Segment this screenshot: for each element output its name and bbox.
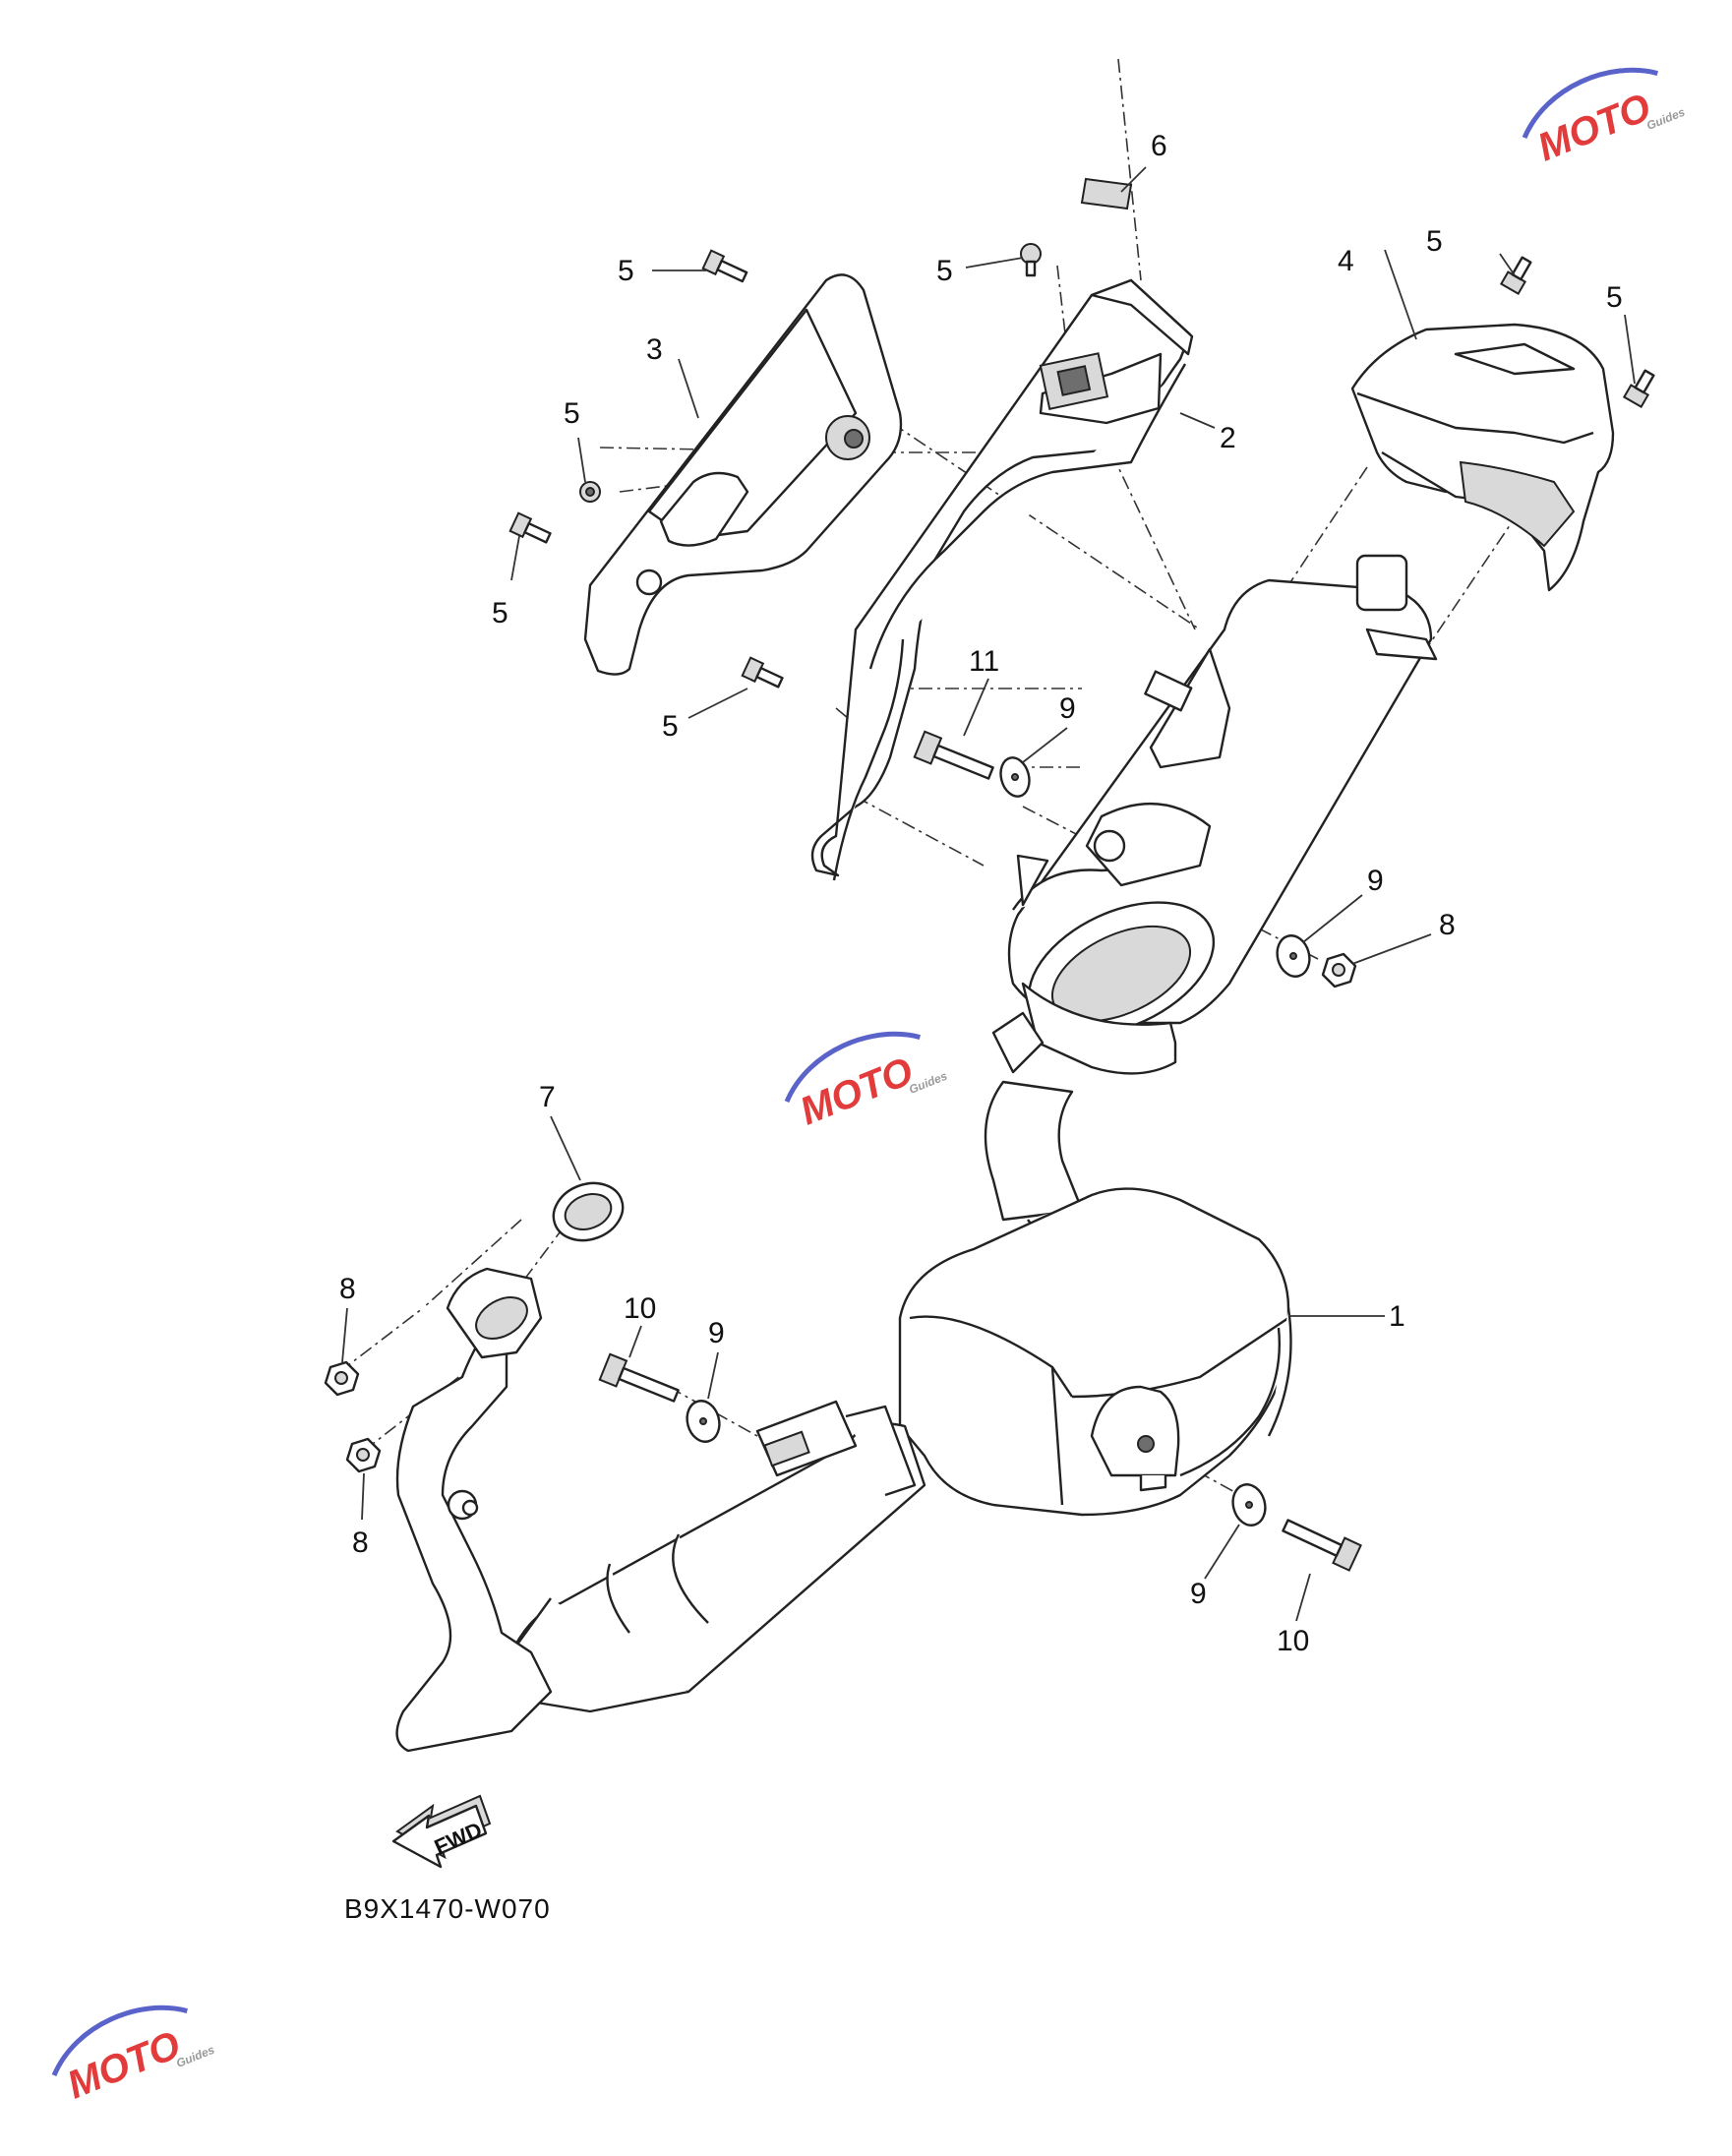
part-6-damper-pad — [1080, 177, 1133, 210]
callout-1: 1 — [1389, 1300, 1405, 1333]
svg-text:Guides: Guides — [1644, 105, 1687, 133]
svg-text:Guides: Guides — [174, 2043, 216, 2070]
callout-6: 6 — [1151, 130, 1167, 162]
bolt-5-f-icon — [1499, 256, 1532, 296]
part-7-gasket — [552, 1181, 625, 1242]
callout-11: 11 — [969, 645, 999, 678]
callout-9-b: 9 — [1367, 865, 1384, 897]
callout-8-b: 8 — [339, 1273, 356, 1305]
bolt-5-g-icon — [1622, 369, 1655, 409]
bolt-5-c-icon — [579, 481, 601, 503]
bolt-11-icon — [913, 730, 994, 780]
callout-8-c: 8 — [352, 1527, 369, 1559]
header-pipe — [395, 1267, 553, 1753]
watermark-brand: MOTO — [1531, 86, 1656, 169]
callout-10-a: 10 — [624, 1292, 656, 1325]
nut-8-a-icon — [1321, 952, 1357, 988]
svg-text:Guides: Guides — [907, 1069, 949, 1097]
callout-9-c: 9 — [708, 1317, 725, 1349]
part-3-heat-cover-side — [583, 273, 903, 676]
callout-10-b: 10 — [1277, 1625, 1309, 1657]
callout-7: 7 — [539, 1081, 556, 1113]
part-1-muffler-body — [898, 1187, 1292, 1517]
watermark-logo-center: MOTO Guides — [784, 1031, 949, 1133]
callout-4: 4 — [1338, 245, 1354, 277]
callout-5-b: 5 — [936, 255, 953, 287]
washer-9-d-icon — [1231, 1483, 1267, 1527]
forward-direction-arrow: FWD — [391, 1794, 492, 1869]
callout-5-a: 5 — [618, 255, 634, 287]
part-4-end-cover — [1350, 323, 1615, 592]
nut-8-c-icon — [345, 1437, 382, 1473]
bolt-5-e-icon — [741, 656, 784, 689]
washer-9-a-icon — [999, 756, 1031, 798]
washer-9-b-icon — [1276, 934, 1311, 978]
svg-text:MOTO: MOTO — [794, 1049, 919, 1133]
svg-text:MOTO: MOTO — [61, 2023, 186, 2107]
callout-9-a: 9 — [1059, 692, 1076, 725]
callout-8-a: 8 — [1439, 909, 1456, 941]
bolt-5-d-icon — [508, 511, 552, 544]
callout-5-e: 5 — [564, 397, 580, 430]
bolt-5-a-icon — [701, 249, 748, 283]
leader-lines — [341, 166, 1636, 1622]
callout-3: 3 — [646, 333, 663, 366]
muffler-inlet-cone — [508, 1400, 926, 1713]
callout-5-c: 5 — [1426, 225, 1443, 258]
bolt-10-b-icon — [1282, 1519, 1362, 1572]
bolt-10-a-icon — [598, 1352, 680, 1403]
callout-5-d: 5 — [1606, 281, 1623, 314]
callout-5-g: 5 — [662, 710, 679, 743]
nut-8-b-icon — [324, 1360, 360, 1397]
washer-9-c-icon — [686, 1400, 721, 1443]
watermark-logo-top-right: MOTO Guides — [1522, 67, 1687, 169]
callout-9-d: 9 — [1190, 1578, 1207, 1610]
part-2-heat-shield-main — [810, 278, 1194, 881]
callout-2: 2 — [1220, 422, 1236, 454]
watermark-logo-bottom-left: MOTO Guides — [51, 2005, 216, 2107]
bolt-5-b-icon — [1020, 243, 1042, 277]
callout-labels: 1 2 3 4 5 5 5 5 5 5 5 6 7 8 8 8 9 9 9 9 … — [339, 130, 1623, 1657]
upper-muffler-canister — [991, 554, 1438, 1075]
callout-5-f: 5 — [492, 597, 508, 629]
drawing-code: B9X1470-W070 — [344, 1893, 551, 1924]
